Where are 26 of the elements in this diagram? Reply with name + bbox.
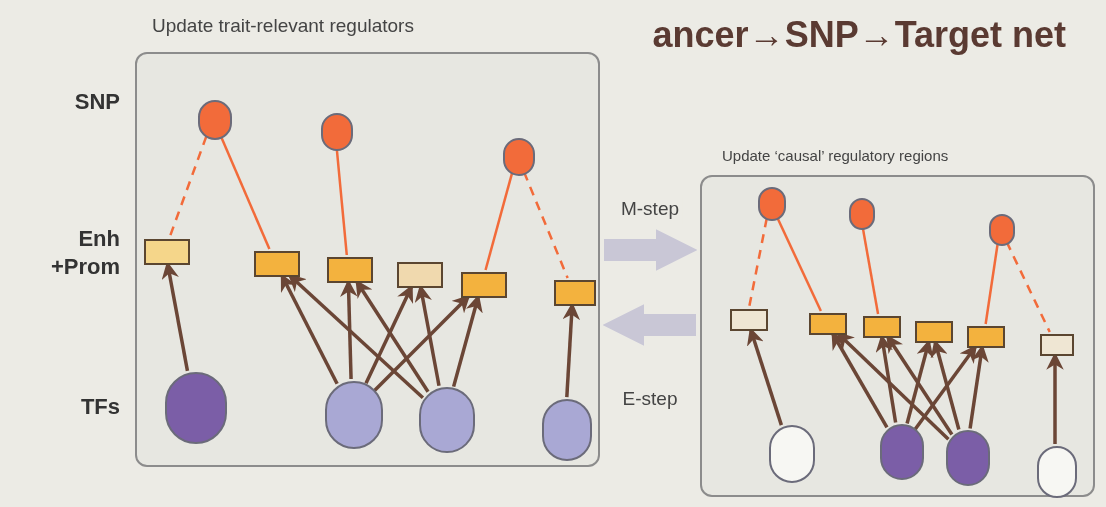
enhancer-box bbox=[1040, 334, 1074, 356]
connector-line bbox=[984, 243, 999, 325]
enhancer-box bbox=[730, 309, 768, 331]
enhancer-box bbox=[809, 313, 847, 335]
panel-heading: Update trait-relevant regulators bbox=[152, 14, 414, 38]
connector-line bbox=[747, 218, 768, 308]
connector-line bbox=[861, 227, 880, 315]
connector-line bbox=[484, 172, 514, 271]
slide-title: ancer→SNP→Target net bbox=[652, 13, 1066, 57]
enhancer-box bbox=[254, 251, 300, 277]
enhancer-box bbox=[461, 272, 507, 298]
row-label: TFs bbox=[79, 393, 120, 421]
connector-line bbox=[168, 135, 208, 238]
enhancer-box bbox=[327, 257, 373, 283]
enhancer-box bbox=[144, 239, 190, 265]
panel-heading: Update ‘causal’ regulatory regions bbox=[722, 146, 949, 166]
row-label: Enh +Prom bbox=[49, 225, 120, 280]
enhancer-box bbox=[915, 321, 953, 343]
enhancer-box bbox=[863, 316, 901, 338]
block-arrow bbox=[602, 304, 696, 346]
enhancer-box bbox=[967, 326, 1005, 348]
enhancer-box bbox=[554, 280, 596, 306]
block-arrow bbox=[604, 229, 698, 271]
connector-line bbox=[335, 148, 349, 256]
enhancer-box bbox=[397, 262, 443, 288]
row-label: SNP bbox=[73, 88, 120, 116]
